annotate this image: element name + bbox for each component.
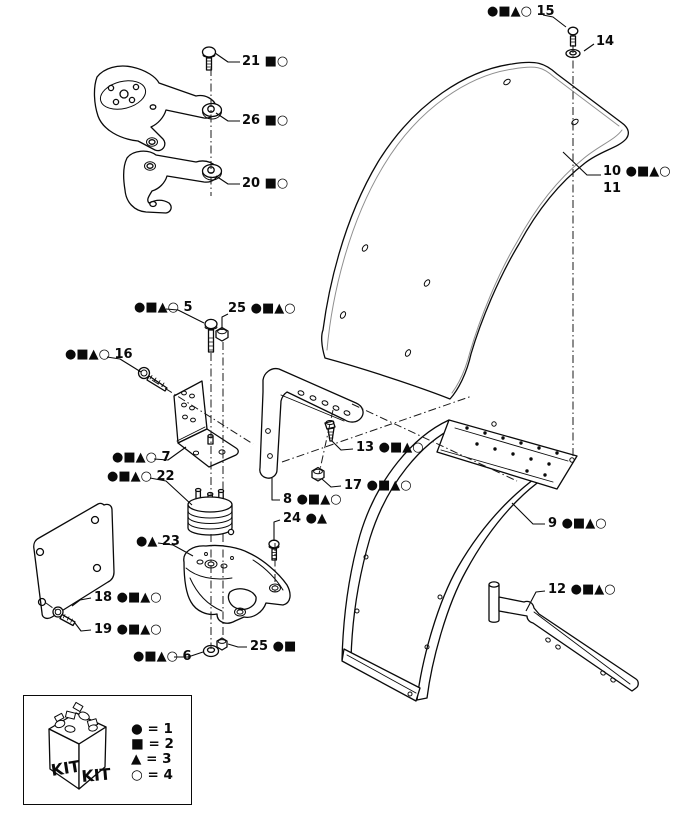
- callout-25-lower: 25 ●■: [250, 639, 297, 654]
- screw-13-drawing: [324, 420, 336, 442]
- callout-12: 12 ●■▲○: [548, 582, 616, 597]
- callout-25-upper: 25 ●■▲○: [228, 301, 296, 316]
- nut-17-drawing: [311, 466, 325, 482]
- centerlines: [45, 45, 574, 649]
- callout-26: 26 ■○: [242, 113, 289, 128]
- leader-lines: [71, 14, 601, 658]
- bolt-24-drawing: [268, 539, 280, 561]
- l-bracket-7-drawing: [173, 380, 239, 468]
- callout-9: 9 ●■▲○: [548, 516, 607, 531]
- screw-15-drawing: [567, 26, 579, 47]
- bracket-26-drawing: [93, 65, 223, 152]
- legend-entry-triangle: ▲ = 3: [131, 751, 172, 768]
- legend-entry-circle: ○ = 4: [131, 766, 173, 783]
- kit-legend-entries: ● = 1 ■ = 2 ▲ = 3 ○ = 4: [131, 721, 174, 783]
- legend-entry-square: ■ = 2: [131, 736, 174, 753]
- callout-22: ●■▲○ 22: [107, 469, 175, 484]
- callout-24: 24 ●▲: [283, 511, 327, 526]
- callout-15: ●■▲○ 15: [487, 4, 555, 19]
- callout-13: 13 ●■▲○: [356, 440, 424, 455]
- callout-16: ●■▲○ 16: [65, 347, 133, 362]
- fender-panel-10-drawing: [321, 61, 629, 400]
- callout-17: 17 ●■▲○: [344, 478, 412, 493]
- callout-20: 20 ■○: [242, 176, 289, 191]
- kit-legend-box: [23, 695, 192, 805]
- bolt-21-drawing: [201, 46, 217, 71]
- nut-25-lower-drawing: [216, 637, 228, 651]
- callout-8: 8 ●■▲○: [283, 492, 342, 507]
- callout-5: ●■▲○ 5: [134, 300, 193, 315]
- callout-14: 14: [596, 34, 615, 49]
- callout-11: 11: [603, 181, 622, 196]
- callout-21: 21 ■○: [242, 54, 289, 69]
- screw-16-drawing: [137, 366, 168, 392]
- callout-23: ●▲ 23: [136, 534, 180, 549]
- plate-18-drawing: [33, 502, 115, 620]
- callout-18: 18 ●■▲○: [94, 590, 162, 605]
- kit-box-label-left: KIT: [50, 757, 82, 780]
- support-casting-23-drawing: [183, 544, 291, 624]
- kit-box-label-right: KIT: [81, 764, 112, 785]
- support-arm-8-drawing: [259, 367, 364, 479]
- bolt-5-drawing: [204, 318, 218, 353]
- fender-frame-9-drawing: [341, 419, 578, 702]
- callout-7: ●■▲○ 7: [112, 450, 171, 465]
- bracket-20-drawing: [123, 150, 223, 214]
- isolator-22-drawing: [187, 487, 235, 536]
- support-arm-12-drawing: [488, 581, 639, 692]
- callout-19: 19 ●■▲○: [94, 622, 162, 637]
- legend-entry-dot: ● = 1: [131, 721, 173, 737]
- kit-box-drawing: [48, 701, 107, 790]
- callout-10: 10 ●■▲○: [603, 164, 671, 179]
- callout-6: ●■▲○ 6: [133, 649, 192, 664]
